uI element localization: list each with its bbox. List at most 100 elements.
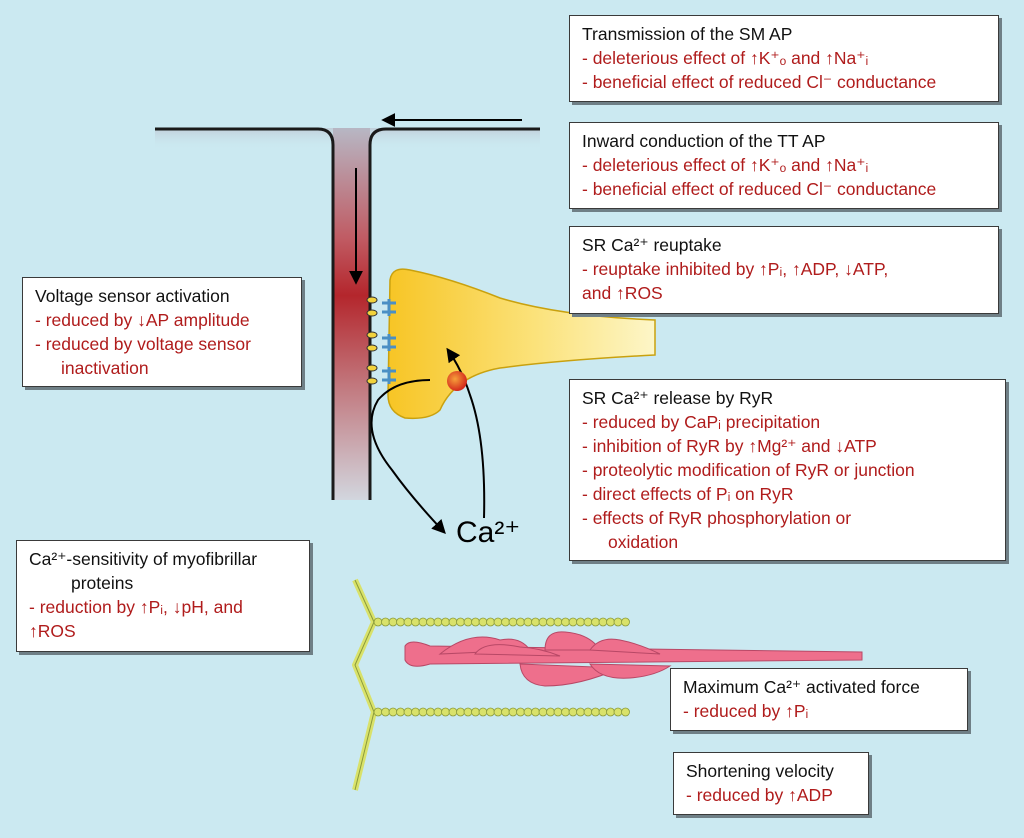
actin-bead (591, 617, 600, 627)
actin-bead (598, 617, 608, 627)
ryr-item-1: - reduced by CaPᵢ precipitation (582, 412, 821, 432)
sr-reuptake-title: SR Ca²⁺ reuptake (582, 235, 722, 255)
actin-bead (426, 617, 435, 627)
sr-reuptake-item-2: and ↑ROS (582, 283, 663, 303)
tt-ap-item-1: - deleterious effect of ↑K⁺ₒ and ↑Na⁺ᵢ (582, 155, 869, 175)
sm-ap-item-1: - deleterious effect of ↑K⁺ₒ and ↑Na⁺ᵢ (582, 48, 869, 68)
sm-ap-item-2: - beneficial effect of reduced Cl⁻ condu… (582, 72, 937, 92)
ryr-item-5: - effects of RyR phosphorylation or (582, 508, 852, 528)
tt-ap-box: Inward conduction of the TT AP - deleter… (569, 122, 999, 209)
actin-bead (418, 617, 428, 627)
actin-bead (373, 617, 383, 627)
actin-bead (501, 617, 510, 627)
actin-bead (598, 707, 608, 717)
actin-bead (576, 617, 585, 627)
actin-bead (621, 617, 630, 627)
max-force-box: Maximum Ca²⁺ activated force - reduced b… (670, 668, 968, 731)
actin-bead (486, 707, 495, 717)
actin-bead (606, 617, 615, 627)
actin-bead (411, 617, 420, 627)
voltage-sensor-item-2: - reduced by voltage sensor (35, 334, 251, 354)
actin-bead (523, 707, 533, 717)
sm-ap-box: Transmission of the SM AP - deleterious … (569, 15, 999, 102)
sm-ap-title: Transmission of the SM AP (582, 24, 793, 44)
surface-membrane (155, 127, 540, 500)
ca-sensitivity-title-1: Ca²⁺-sensitivity of myofibrillar (29, 549, 258, 569)
actin-bead (538, 707, 548, 717)
actin-bead (553, 707, 563, 717)
actin-bead (531, 617, 540, 627)
actin-bead (568, 617, 578, 627)
actin-bead (448, 617, 458, 627)
actin-bead (463, 617, 473, 627)
actin-bead (486, 617, 495, 627)
actin-bead (523, 617, 533, 627)
actin-bead (388, 707, 398, 717)
ryr-box: SR Ca²⁺ release by RyR - reduced by CaPᵢ… (569, 379, 1006, 561)
actin-bead (463, 707, 473, 717)
actin-bead (508, 707, 518, 717)
z-line (352, 578, 377, 791)
actin-bead (553, 617, 563, 627)
voltage-sensors (366, 296, 378, 385)
actin-bead (538, 617, 548, 627)
actin-bead (568, 707, 578, 717)
velocity-item-1: - reduced by ↑ADP (686, 785, 833, 805)
ryr-channels (382, 299, 396, 384)
actin-bead (613, 707, 623, 717)
ryr-title: SR Ca²⁺ release by RyR (582, 388, 774, 408)
actin-bead (621, 707, 630, 717)
ryr-item-6: oxidation (608, 532, 679, 552)
ca-reuptake-arrow (446, 347, 486, 519)
actin-bead (396, 707, 405, 717)
voltage-sensor-item-1: - reduced by ↓AP amplitude (35, 310, 250, 330)
actin-bead (381, 617, 390, 627)
ryr-item-3: - proteolytic modification of RyR or jun… (582, 460, 915, 480)
ca-sensitivity-item-1: - reduction by ↑Pᵢ, ↓pH, and (29, 597, 243, 617)
actin-bead (471, 707, 480, 717)
ca-ion-label: Ca²⁺ (456, 516, 521, 549)
voltage-sensor-box: Voltage sensor activation - reduced by ↓… (22, 277, 302, 387)
actin-bead (516, 707, 525, 717)
myosin-filament (404, 631, 863, 687)
actin-bead (493, 617, 503, 627)
actin-bead (606, 707, 615, 717)
ca-sensitivity-title-2: proteins (71, 573, 134, 593)
voltage-sensor-title: Voltage sensor activation (35, 286, 230, 306)
actin-bead (583, 617, 593, 627)
actin-bead (478, 617, 488, 627)
actin-bead (403, 617, 413, 627)
actin-bead (381, 707, 390, 717)
actin-bead (456, 617, 465, 627)
tt-ap-item-2: - beneficial effect of reduced Cl⁻ condu… (582, 179, 937, 199)
actin-bead (613, 617, 623, 627)
tt-ap-title: Inward conduction of the TT AP (582, 131, 826, 151)
actin-bead (478, 707, 488, 717)
actin-bead (433, 617, 443, 627)
actin-bead (388, 617, 398, 627)
max-force-item-1: - reduced by ↑Pᵢ (683, 701, 809, 721)
actin-bead (396, 617, 405, 627)
velocity-title: Shortening velocity (686, 761, 834, 781)
actin-bead (418, 707, 428, 717)
actin-bead (516, 617, 525, 627)
ca-ion (447, 371, 467, 391)
voltage-sensor-item-3: inactivation (61, 358, 149, 378)
actin-bead (561, 707, 570, 717)
actin-bead (403, 707, 413, 717)
ryr-item-2: - inhibition of RyR by ↑Mg²⁺ and ↓ATP (582, 436, 877, 456)
actin-filament-top (373, 617, 630, 627)
actin-bead (546, 617, 555, 627)
actin-bead (546, 707, 555, 717)
ca-release-arrow (370, 379, 446, 535)
actin-bead (471, 617, 480, 627)
actin-bead (576, 707, 585, 717)
sr-reuptake-item-1: - reuptake inhibited by ↑Pᵢ, ↑ADP, ↓ATP, (582, 259, 889, 279)
actin-bead (493, 707, 503, 717)
actin-bead (426, 707, 435, 717)
actin-bead (373, 707, 383, 717)
actin-bead (441, 707, 450, 717)
actin-bead (441, 617, 450, 627)
actin-bead (456, 707, 465, 717)
